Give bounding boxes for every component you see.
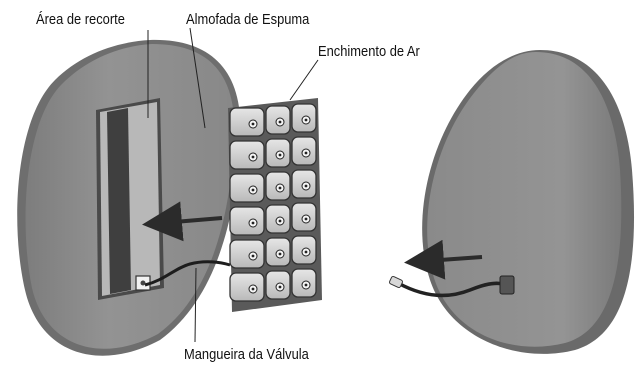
- label-cutout-area: Área de recorte: [36, 11, 125, 28]
- arrow-right: [404, 239, 483, 280]
- air-filling-cells: [228, 98, 322, 312]
- air-cell: [229, 206, 265, 236]
- right-pad-face: [427, 52, 622, 347]
- air-cell: [229, 140, 265, 170]
- arrow-left: [142, 201, 223, 242]
- label-valve-hose: Mangueira da Válvula: [184, 346, 309, 363]
- label-air-filling: Enchimento de Ar: [318, 43, 420, 60]
- leader-hose: [194, 267, 197, 343]
- cell-valve-dot: [251, 188, 255, 192]
- cell-valve-dot: [278, 120, 282, 124]
- cell-valve-dot: [251, 221, 255, 225]
- cutout-area: [96, 98, 164, 300]
- cell-valve-dot: [251, 287, 255, 291]
- cell-valve-dot: [251, 155, 255, 159]
- cell-valve-dot: [278, 186, 282, 190]
- air-cell: [229, 272, 265, 302]
- hose-tip: [389, 275, 403, 289]
- cell-valve-dot: [278, 252, 282, 256]
- cell-valve-dot: [304, 250, 308, 254]
- air-cell: [229, 173, 265, 203]
- label-foam-pad: Almofada de Espuma: [186, 11, 310, 28]
- cell-valve-dot: [278, 285, 282, 289]
- valve-hose-left: [144, 260, 231, 287]
- right-foam-pad: [422, 50, 635, 354]
- cell-valve-dot: [278, 153, 282, 157]
- cell-valve-dot: [304, 118, 308, 122]
- cell-valve-dot: [251, 254, 255, 258]
- valve-hose-right: [397, 281, 504, 298]
- cell-valve-dot: [304, 184, 308, 188]
- air-cell: [229, 107, 265, 137]
- cell-valve-dot: [251, 122, 255, 126]
- cell-valve-dot: [304, 283, 308, 287]
- cutout-dark-strip: [107, 108, 131, 294]
- air-cell: [229, 239, 265, 269]
- leader-foam: [189, 27, 206, 129]
- cell-valve-dot: [278, 219, 282, 223]
- leader-air: [289, 59, 319, 101]
- cell-valve-dot: [304, 151, 308, 155]
- hose-connector: [499, 275, 515, 295]
- cell-valve-dot: [304, 217, 308, 221]
